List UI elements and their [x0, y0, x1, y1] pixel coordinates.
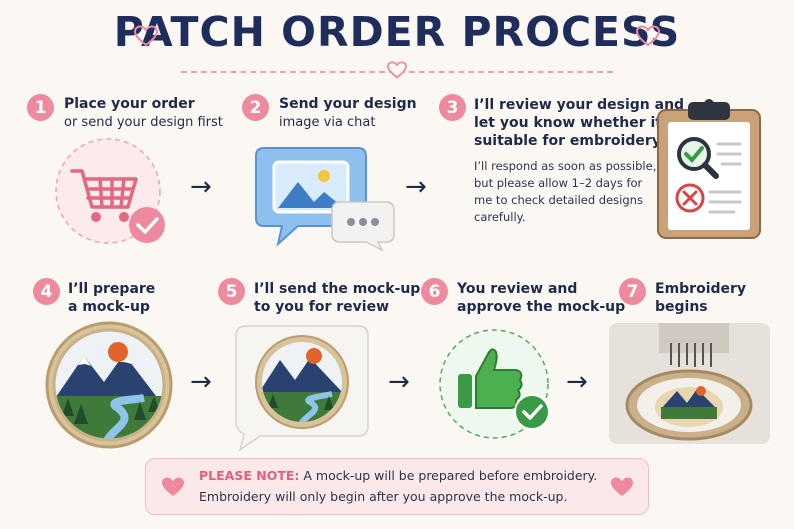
check-icon	[514, 394, 550, 430]
note-text: PLEASE NOTE: A mock-up will be prepared …	[199, 465, 619, 507]
step-body-line: I’ll respond as soon as possible,	[474, 159, 657, 173]
page-title: PATCH ORDER PROCESS	[113, 8, 681, 56]
step-title: Place your order	[64, 96, 195, 112]
step-title-line: let you know whether it’s	[474, 115, 676, 131]
arrow-icon: →	[190, 367, 212, 397]
step-title: Send your design	[279, 96, 417, 112]
step-title-line: begins	[655, 299, 708, 315]
step-title-line: suitable for embroidery.	[474, 133, 665, 149]
heart-icon	[387, 61, 407, 79]
step-number-badge: 4	[33, 278, 60, 305]
embroidery-machine-image	[609, 323, 770, 444]
step-body-line: but please allow 1–2 days for	[474, 176, 643, 190]
step-number-badge: 5	[218, 278, 245, 305]
patch-icon	[45, 321, 173, 449]
step-number-badge: 7	[619, 278, 646, 305]
step-title-line: Embroidery	[655, 281, 747, 297]
step-title-line: I’ll prepare	[68, 281, 156, 297]
patch-icon	[262, 342, 342, 422]
heart-icon	[134, 25, 158, 47]
step-title-line: a mock-up	[68, 299, 150, 315]
note-line-2: Embroidery will only begin after you app…	[199, 489, 568, 504]
step-number-badge: 2	[242, 94, 269, 121]
step-title-line: I’ll send the mock-up	[254, 281, 421, 297]
step-body-line: carefully.	[474, 210, 526, 224]
note-box	[145, 458, 649, 515]
step-subtitle: image via chat	[279, 115, 376, 130]
step-body-line: me to check detailed designs	[474, 193, 643, 207]
step-number-badge: 6	[421, 278, 448, 305]
arrow-icon: →	[405, 172, 427, 202]
step-title-line: I’ll review your design and	[474, 97, 685, 113]
arrow-icon: →	[388, 367, 410, 397]
cart-icon	[55, 138, 165, 244]
arrow-icon: →	[566, 367, 588, 397]
chat-bubble-icon	[235, 325, 369, 452]
heart-icon	[162, 477, 184, 496]
step-title-line: You review and	[457, 281, 578, 297]
check-icon	[129, 207, 165, 243]
step-title-line: approve the mock-up	[457, 299, 626, 315]
step-number-badge: 1	[27, 94, 54, 121]
clipboard-icon	[657, 99, 761, 239]
step-subtitle: or send your design first	[64, 115, 223, 130]
arrow-icon: →	[190, 172, 212, 202]
step-title-line: to you for review	[254, 299, 390, 315]
note-line: PLEASE NOTE: A mock-up will be prepared …	[199, 465, 619, 486]
note-line-1: A mock-up will be prepared before embroi…	[299, 468, 598, 483]
heart-icon	[611, 477, 633, 496]
heart-icon	[636, 25, 660, 47]
thumbs-up-icon	[439, 329, 550, 439]
chat-bubble-icon	[255, 147, 395, 252]
step-number-badge: 3	[439, 94, 466, 121]
note-label: PLEASE NOTE:	[199, 468, 300, 483]
